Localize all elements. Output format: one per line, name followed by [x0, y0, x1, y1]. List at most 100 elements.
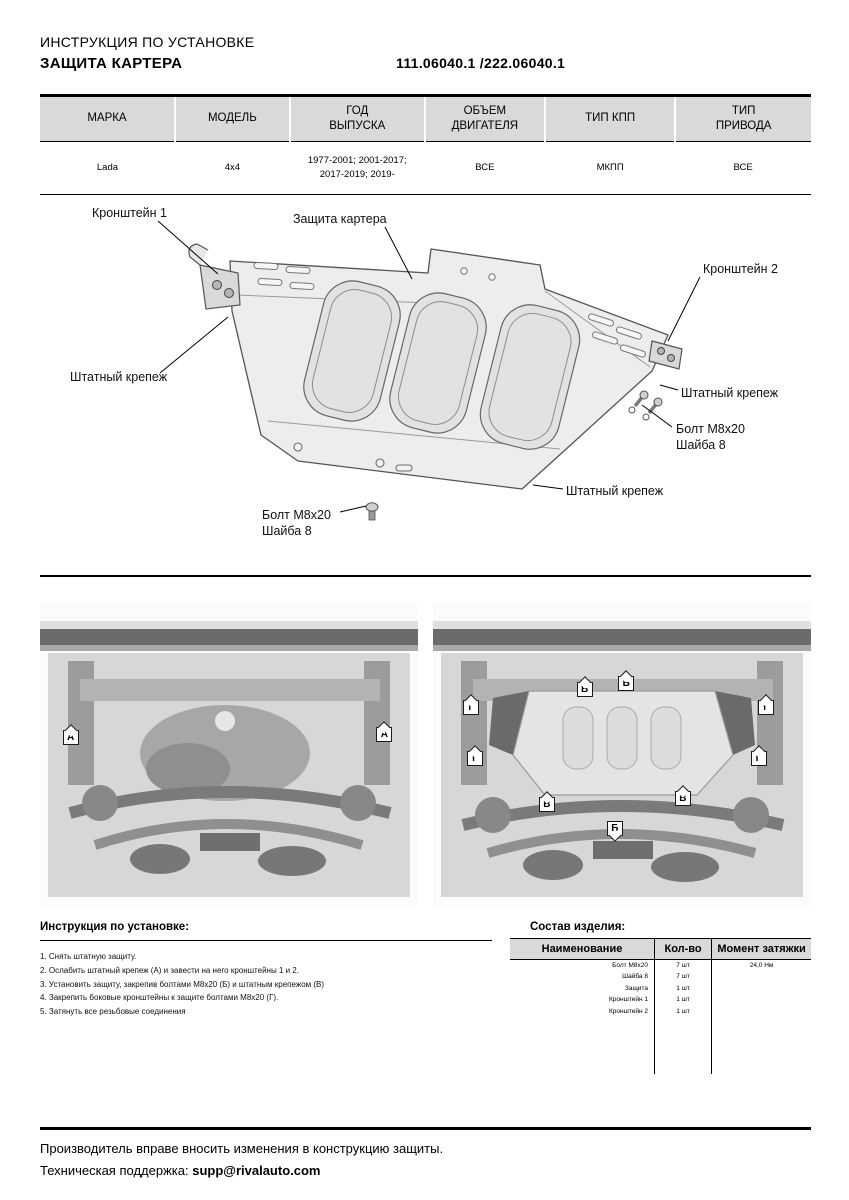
- composition-item-qty: 1 шт: [653, 1006, 712, 1018]
- photo-marker-G: Г: [467, 751, 484, 767]
- instruction-step: 3. Установить защиту, закрепив болтами М…: [40, 979, 325, 989]
- diagram-label-washer-bottom: Шайба 8: [262, 524, 312, 538]
- vehicle-spec-table: МАРКА МОДЕЛЬ ГОД ВЫПУСКА ОБЪЕМ ДВИГАТЕЛЯ…: [40, 94, 811, 196]
- composition-item-name: Шайба 8: [622, 973, 648, 981]
- diagram-label-bracket2: Кронштейн 2: [703, 262, 778, 276]
- photo-marker-A: А: [376, 727, 393, 743]
- section-divider: [40, 575, 811, 578]
- composition-item-qty: 1 шт: [653, 983, 712, 995]
- spec-header-year: ГОД ВЫПУСКА: [288, 95, 425, 142]
- instruction-step: 4. Закрепить боковые кронштейны к защите…: [40, 993, 279, 1003]
- diagram-label-bolt-bottom: Болт М8х20: [262, 508, 331, 522]
- composition-item-qty: 7 шт: [653, 959, 712, 972]
- leader-lines: [157, 221, 701, 513]
- composition-item-qty: 1 шт: [653, 994, 712, 1007]
- flange-slots-left: [253, 262, 315, 291]
- diagram-label-stock-fastener-bottom: Штатный крепеж: [566, 484, 664, 498]
- composition-table: Наименование Кол-во Момент затяжки Болт …: [510, 938, 811, 1074]
- footer-disclaimer: Производитель вправе вносить изменения в…: [40, 1141, 444, 1156]
- photo-marker-V: В: [674, 790, 691, 806]
- instructions-list: 1. Снять штатную защиту. 2. Ослабить шта…: [40, 940, 492, 1018]
- page-title: ЗАЩИТА КАРТЕРА: [40, 55, 183, 72]
- composition-row: Кронштейн 2 1 шт: [510, 1006, 811, 1018]
- recess-2: [389, 292, 487, 434]
- undercarriage-photo-after: Г Б Б Г Г Г В В Б: [433, 603, 811, 906]
- bottom-mount-holes: [293, 442, 413, 472]
- instruction-step: 5. Затянуть все резьбовые соединения: [40, 1006, 186, 1016]
- installation-photos: А А: [40, 603, 811, 906]
- composition-header-name: Наименование: [510, 938, 655, 961]
- spec-data-row: Lada 4x4 1977-2001; 2001-2017; 2017-2019…: [40, 141, 811, 196]
- instruction-step: 1. Снять штатную защиту.: [40, 952, 137, 962]
- composition-item-name: Болт М8х20: [612, 961, 648, 969]
- diagram-label-bracket1: Кронштейн 1: [92, 206, 167, 220]
- photo-marker-B: Б: [618, 675, 635, 691]
- composition-row: Болт М8х20 7 шт 24,0 Нм: [510, 959, 811, 972]
- skid-plate-diagram: Кронштейн 1 Защита картера Кронштейн 2 Ш…: [40, 199, 811, 567]
- photo-marker-V: В: [538, 796, 555, 812]
- diagram-label-bolt-right: Болт М8х20: [676, 422, 745, 436]
- spec-cell-year: 1977-2001; 2001-2017; 2017-2019; 2019-: [289, 141, 425, 196]
- diagram-label-stock-fastener-right: Штатный крепеж: [681, 386, 779, 400]
- diagram-label-washer-right: Шайба 8: [676, 438, 726, 452]
- support-email: supp@rivalauto.com: [192, 1163, 321, 1178]
- bracket-1-shape: [188, 243, 241, 311]
- composition-item-name: Кронштейн 2: [608, 1007, 648, 1015]
- undercarriage-photo-after-image: [433, 603, 811, 906]
- composition-item-torque: [711, 994, 811, 1007]
- spec-cell-engine: ВСЕ: [424, 141, 545, 196]
- recess-1: [303, 280, 401, 422]
- spec-header-engine: ОБЪЕМ ДВИГАТЕЛЯ: [423, 95, 545, 142]
- photo-marker-G: Г: [463, 700, 480, 715]
- photo-marker-B: Б: [606, 820, 623, 836]
- spec-header-model: МОДЕЛЬ: [173, 95, 290, 142]
- spec-header-gearbox: ТИП КПП: [543, 95, 676, 142]
- skid-plate-drawing: Кронштейн 1 Защита картера Кронштейн 2 Ш…: [70, 206, 779, 538]
- flange-slots-right: [587, 313, 647, 358]
- composition-item-torque: [711, 983, 811, 995]
- composition-item-torque: 24,0 Нм: [711, 959, 811, 972]
- document-footer: Производитель вправе вносить изменения в…: [40, 1127, 811, 1178]
- bolt-bottom: [365, 502, 379, 521]
- spec-cell-gearbox: МКПП: [544, 141, 676, 196]
- spec-header-row: МАРКА МОДЕЛЬ ГОД ВЫПУСКА ОБЪЕМ ДВИГАТЕЛЯ…: [40, 95, 811, 142]
- spec-cell-drive: ВСЕ: [675, 141, 811, 196]
- bottom-section: Инструкция по установке: 1. Снять штатну…: [40, 921, 811, 1074]
- product-composition: Состав изделия: Наименование Кол-во Моме…: [510, 921, 811, 1074]
- composition-item-qty: 7 шт: [653, 971, 712, 984]
- composition-header-row: Наименование Кол-во Момент затяжки: [510, 938, 811, 961]
- part-numbers: 111.06040.1 /222.06040.1: [396, 55, 566, 71]
- photo-marker-G: Г: [758, 700, 775, 715]
- spec-cell-brand: Lada: [40, 141, 175, 196]
- spec-header-drive: ТИП ПРИВОДА: [674, 95, 811, 142]
- composition-header-torque: Момент затяжки: [711, 938, 811, 961]
- composition-item-name: Кронштейн 1: [608, 996, 648, 1004]
- footer-support-line: Техническая поддержка: supp@rivalauto.co…: [40, 1163, 811, 1178]
- composition-item-name: Защита: [624, 984, 648, 992]
- composition-row: Кронштейн 1 1 шт: [510, 994, 811, 1007]
- photo-marker-B: Б: [576, 681, 593, 697]
- support-label: Техническая поддержка:: [40, 1163, 189, 1178]
- diagram-label-shield: Защита картера: [293, 212, 387, 226]
- instruction-step: 2. Ослабить штатный крепеж (А) и завести…: [40, 965, 299, 975]
- spec-header-brand: МАРКА: [40, 95, 175, 142]
- undercarriage-photo-before-image: [40, 603, 418, 906]
- photo-marker-A: А: [62, 730, 79, 746]
- bracket-2-shape: [648, 340, 683, 371]
- diagram-label-stock-fastener-left: Штатный крепеж: [70, 370, 168, 384]
- composition-header-qty: Кол-во: [653, 938, 712, 961]
- spec-cell-model: 4x4: [174, 141, 290, 196]
- composition-item-torque: [711, 971, 811, 984]
- composition-item-torque: [711, 1006, 811, 1018]
- composition-row: Защита 1 шт: [510, 983, 811, 995]
- instructions-title: Инструкция по установке:: [40, 921, 190, 934]
- document-title-row: ЗАЩИТА КАРТЕРА 111.06040.1 /222.06040.1: [40, 55, 811, 72]
- document-subtitle: ИНСТРУКЦИЯ ПО УСТАНОВКЕ: [40, 34, 255, 50]
- composition-filler-row: [510, 1017, 811, 1074]
- undercarriage-photo-before: А А: [40, 603, 418, 906]
- composition-row: Шайба 8 7 шт: [510, 971, 811, 984]
- center-tab-holes: [460, 267, 496, 282]
- composition-title: Состав изделия:: [530, 921, 626, 934]
- recess-3: [479, 304, 581, 451]
